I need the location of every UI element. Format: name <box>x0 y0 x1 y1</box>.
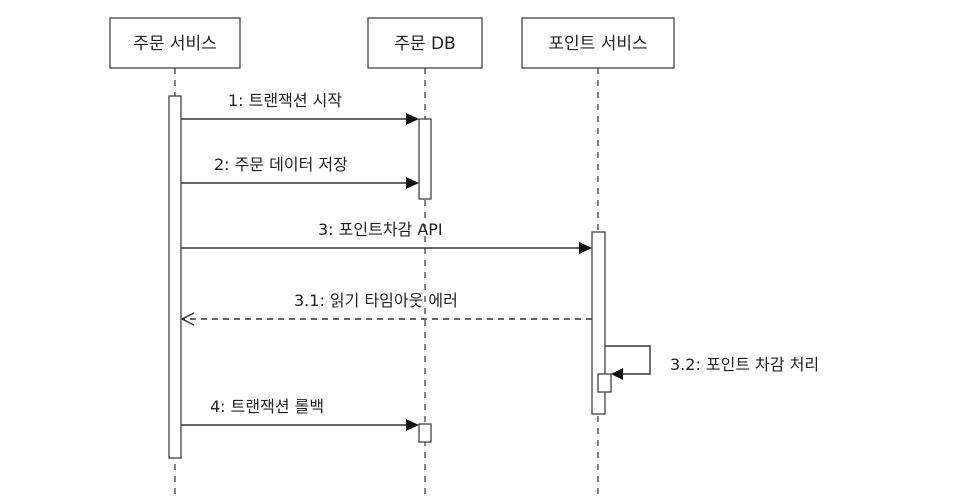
message-4: 4: 트랜잭션 롤백 <box>181 397 419 431</box>
message-2: 2: 주문 데이터 저장 <box>181 155 419 189</box>
self-call-line <box>605 345 651 375</box>
activation-point-service <box>591 231 606 415</box>
participant-label: 주문 DB <box>394 34 455 54</box>
participant-box <box>521 17 675 69</box>
activation-order-service <box>168 95 182 459</box>
participant-order-service: 주문 서비스 <box>109 17 241 69</box>
message-1: 1: 트랜잭션 시작 <box>181 91 419 125</box>
participant-label: 포인트 서비스 <box>548 34 647 54</box>
participant-point-service: 포인트 서비스 <box>521 17 675 69</box>
message-3: 3: 포인트차감 API <box>181 220 592 254</box>
message-label: 1: 트랜잭션 시작 <box>228 91 342 110</box>
message-label: 4: 트랜잭션 롤백 <box>210 397 324 416</box>
participant-box <box>367 17 483 69</box>
arrowhead-icon <box>579 242 592 254</box>
message-label: 3.2: 포인트 차감 처리 <box>670 355 819 374</box>
activation-order-db-2 <box>418 423 432 443</box>
message-3-2: 3.2: 포인트 차감 처리 <box>605 345 819 380</box>
activation-order-db-1 <box>418 118 432 200</box>
participant-box <box>109 17 241 69</box>
arrowhead-icon <box>406 419 419 431</box>
arrowhead-icon <box>406 113 419 125</box>
participant-label: 주문 서비스 <box>133 34 217 54</box>
participant-order-db: 주문 DB <box>367 17 483 69</box>
message-3-1: 3.1: 읽기 타임아웃 에러 <box>180 291 592 326</box>
activation-point-service-self <box>597 373 612 393</box>
message-label: 3.1: 읽기 타임아웃 에러 <box>294 291 458 310</box>
arrowhead-icon <box>611 368 623 380</box>
open-arrowhead-icon <box>180 312 195 326</box>
message-label: 3: 포인트차감 API <box>318 220 443 239</box>
message-label: 2: 주문 데이터 저장 <box>214 155 348 174</box>
arrowhead-icon <box>406 177 419 189</box>
